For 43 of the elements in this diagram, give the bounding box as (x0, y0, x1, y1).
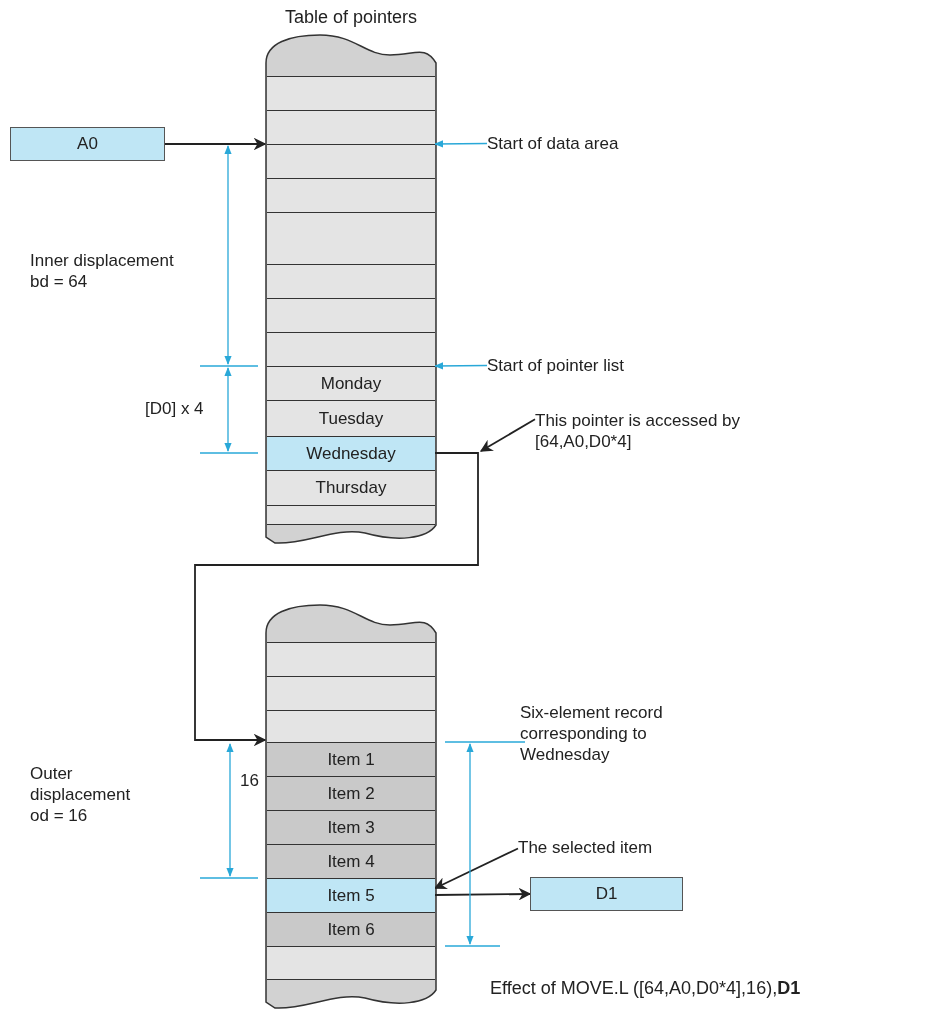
table-title: Table of pointers (283, 7, 419, 28)
caption: Effect of MOVE.L ([64,A0,D0*4],16),D1 (490, 978, 801, 999)
memory-cell (267, 676, 435, 710)
memory-cell (267, 298, 435, 332)
register-box: D1 (530, 877, 683, 911)
arrow (434, 362, 488, 370)
dimension-label: [D0] x 4 (145, 398, 205, 419)
memory-cell: Item 3 (267, 810, 435, 844)
dimension-label: 16 (240, 770, 260, 791)
arrow (434, 140, 488, 148)
memory-cell (267, 264, 435, 298)
memory-cell: Thursday (267, 470, 435, 505)
arrow (194, 452, 479, 747)
memory-cell (267, 178, 435, 212)
memory-cell (267, 144, 435, 178)
dimension-label: Six-element record corresponding to Wednesday (520, 702, 664, 765)
memory-cell (267, 710, 435, 742)
memory-cell: Item 5 (267, 878, 435, 912)
arrow (433, 847, 519, 890)
arrow (164, 137, 267, 151)
memory-cell (267, 212, 435, 264)
memory-cell: Wednesday (267, 436, 435, 470)
memory-cell (267, 110, 435, 144)
memory-cell (267, 76, 435, 110)
register-box: A0 (10, 127, 165, 161)
arrow (434, 887, 532, 901)
annotation-text: Start of pointer list (487, 355, 687, 376)
dimension-label: Inner displacement bd = 64 (30, 250, 175, 292)
memory-cell (267, 946, 435, 980)
annotation-text: This pointer is accessed by [64,A0,D0*4] (535, 410, 785, 452)
memory-cell: Tuesday (267, 400, 435, 436)
memory-cell: Item 6 (267, 912, 435, 946)
memory-cell (267, 642, 435, 676)
annotation-text: Start of data area (487, 133, 687, 154)
annotation-text: The selected item (518, 837, 718, 858)
memory-cell: Item 4 (267, 844, 435, 878)
memory-cell (267, 332, 435, 366)
leader-arrow (479, 418, 536, 452)
dimension-label: Outer displacement od = 16 (30, 763, 132, 826)
memory-cell: Item 2 (267, 776, 435, 810)
memory-cell: Monday (267, 366, 435, 400)
memory-cell: Item 1 (267, 742, 435, 776)
memory-cell (267, 505, 435, 525)
